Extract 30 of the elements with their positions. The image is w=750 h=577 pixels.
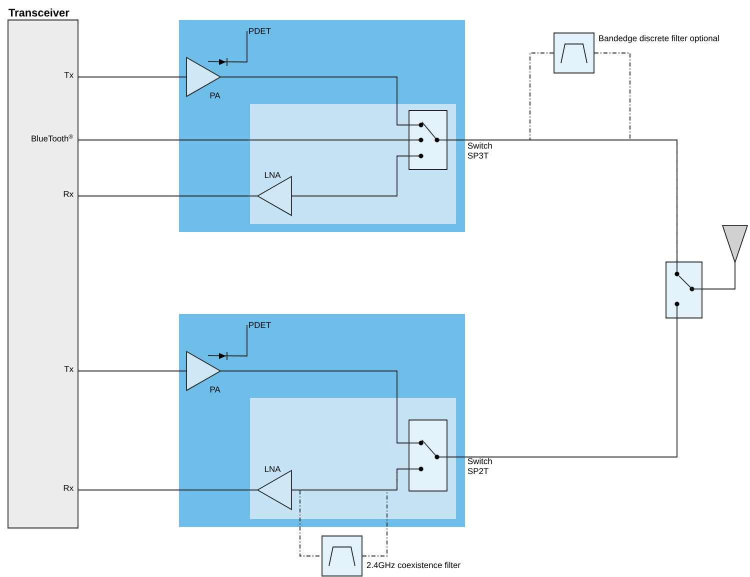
signal-line xyxy=(291,156,409,196)
optional-filter-path xyxy=(291,490,322,556)
signal-line xyxy=(78,76,187,78)
filter-label: Bandedge discrete filter optional xyxy=(599,35,719,43)
pin-label: Rx xyxy=(64,191,74,197)
block-title: Transceiver xyxy=(8,8,70,17)
optional-filter-path xyxy=(362,468,409,556)
signal-line xyxy=(78,370,187,372)
pin-label: BlueTooth$^{®}$ xyxy=(32,134,73,142)
amplifier-label: LNA xyxy=(264,466,281,472)
amplifier-label: LNA xyxy=(264,172,281,178)
optional-filter-path xyxy=(594,52,678,262)
pin-label: Tx xyxy=(64,366,74,372)
switch-label: Switch SP3T xyxy=(468,142,492,159)
signal-label: PDET xyxy=(249,322,271,328)
detector-line xyxy=(208,324,248,360)
pin-label: Tx xyxy=(64,72,74,78)
switch-label: Switch SP2T xyxy=(468,458,492,474)
switch-symbol xyxy=(666,262,702,318)
filter-label: 2.4GHz coexistence filter xyxy=(366,562,460,568)
signal-line xyxy=(220,76,409,126)
signal-label: PDET xyxy=(249,28,271,34)
detector-line xyxy=(208,30,248,66)
signal-line xyxy=(447,318,678,458)
signal-line xyxy=(220,370,409,444)
amplifier-label: PA xyxy=(210,92,220,98)
pin-label: Rx xyxy=(64,485,74,491)
signal-line xyxy=(702,262,736,290)
optional-filter-path xyxy=(447,52,554,140)
amplifier-label: PA xyxy=(210,386,220,392)
